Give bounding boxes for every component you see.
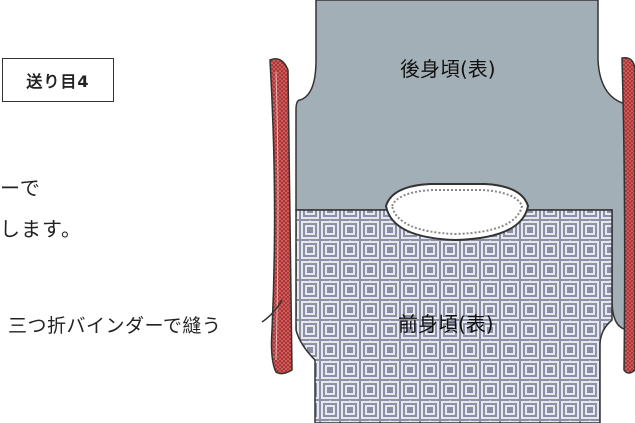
stitch-badge: 送り目4 [2, 58, 114, 102]
front-body-label: 前身頃(表) [398, 312, 494, 336]
callout-leader-line [261, 299, 283, 323]
neck-opening [384, 183, 530, 242]
instruction-line-2: します。 [0, 217, 82, 241]
instruction-line-1: ーで [0, 176, 41, 200]
binder-callout-text: 三つ折バインダーで縫う [8, 315, 222, 337]
back-body-label: 後身頃(表) [400, 57, 496, 81]
front-body-panel [295, 209, 613, 423]
left-binding-strip [269, 58, 293, 375]
right-binding-strip [621, 57, 635, 374]
